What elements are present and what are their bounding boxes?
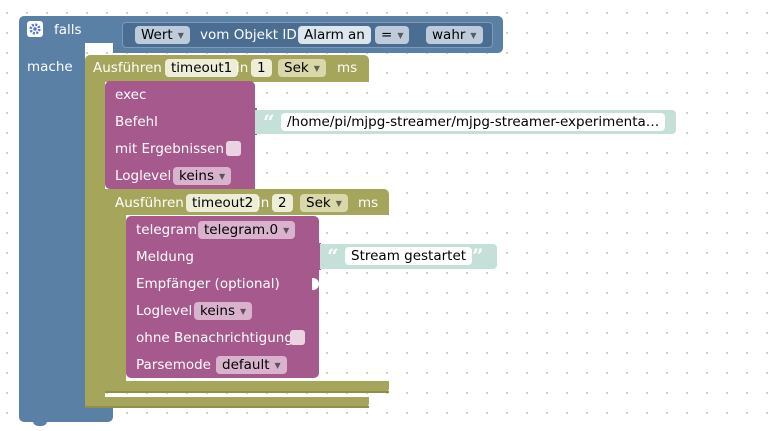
message-open-quote-icon: “ — [327, 244, 339, 268]
message-text-field[interactable]: Stream gestartet — [345, 247, 473, 265]
recipient-input-socket[interactable] — [312, 278, 319, 290]
mache-label: mache — [27, 59, 73, 75]
falls-label: falls — [54, 22, 82, 38]
timeout1-name-field[interactable]: timeout1 — [165, 59, 239, 77]
if-block-spine[interactable] — [19, 43, 85, 413]
telegram-instance-dropdown[interactable]: telegram.0▼ — [198, 221, 296, 239]
timeout1-unit-dropdown[interactable]: Sek▼ — [278, 59, 326, 77]
telegram-parsemode-dropdown[interactable]: default▼ — [216, 356, 287, 374]
timeout2-in-label: in — [257, 195, 270, 211]
message-close-quote-icon: ” — [472, 244, 484, 268]
telegram-parsemode-label: Parsemode — [136, 357, 211, 373]
command-text-field[interactable]: /home/pi/mjpg-streamer/mjpg-streamer-exp… — [281, 113, 666, 131]
telegram-loglevel-label: Loglevel — [136, 303, 193, 319]
telegram-silent-checkbox[interactable] — [290, 330, 305, 345]
timeout2-spine[interactable] — [105, 215, 126, 393]
telegram-message-tab — [310, 243, 321, 270]
exec-results-checkbox[interactable] — [226, 141, 241, 156]
timeout2-unit-dropdown[interactable]: Sek▼ — [300, 194, 348, 212]
exec-loglevel-dropdown[interactable]: keins▼ — [173, 167, 232, 185]
telegram-message-label: Meldung — [136, 249, 194, 265]
timeout1-spine[interactable] — [85, 82, 105, 408]
timeout2-footer-shade — [105, 391, 389, 393]
timeout1-footer[interactable] — [85, 397, 369, 408]
timeout1-label: Ausführen — [93, 60, 162, 76]
timeout2-footer[interactable] — [105, 381, 389, 393]
if-block-bottom-notch — [33, 421, 47, 426]
property-dropdown[interactable]: Wert▼ — [135, 26, 190, 44]
compare-value-dropdown[interactable]: wahr▼ — [426, 26, 483, 44]
timeout1-delay-field[interactable]: 1 — [251, 59, 272, 77]
telegram-loglevel-dropdown[interactable]: keins▼ — [194, 302, 253, 320]
exec-title: exec — [115, 87, 147, 103]
close-quote-icon: ” — [652, 110, 664, 134]
timeout1-in-label: in — [236, 60, 249, 76]
of-object-label: vom Objekt ID — [200, 27, 297, 43]
timeout2-delay-field[interactable]: 2 — [272, 194, 293, 212]
timeout2-ms-label: ms — [358, 195, 379, 211]
exec-command-label: Befehl — [115, 114, 158, 130]
object-id-field[interactable]: Alarm an — [298, 26, 371, 44]
exec-results-label: mit Ergebnissen — [115, 141, 225, 157]
telegram-title: telegram — [136, 222, 198, 238]
timeout2-name-field[interactable]: timeout2 — [186, 194, 260, 212]
telegram-recipient-label: Empfänger (optional) — [136, 276, 280, 292]
operator-dropdown[interactable]: =▼ — [375, 26, 410, 44]
if-block-footer[interactable] — [19, 404, 113, 422]
timeout2-label: Ausführen — [115, 195, 184, 211]
exec-input-tab — [245, 108, 257, 135]
gear-icon[interactable] — [27, 21, 43, 37]
open-quote-icon: “ — [263, 110, 275, 134]
timeout1-footer-shade — [85, 406, 369, 408]
telegram-silent-label: ohne Benachrichtigung — [136, 330, 293, 346]
timeout1-ms-label: ms — [337, 60, 358, 76]
telegram-block-body[interactable] — [126, 216, 319, 378]
exec-loglevel-label: Loglevel — [115, 168, 172, 184]
